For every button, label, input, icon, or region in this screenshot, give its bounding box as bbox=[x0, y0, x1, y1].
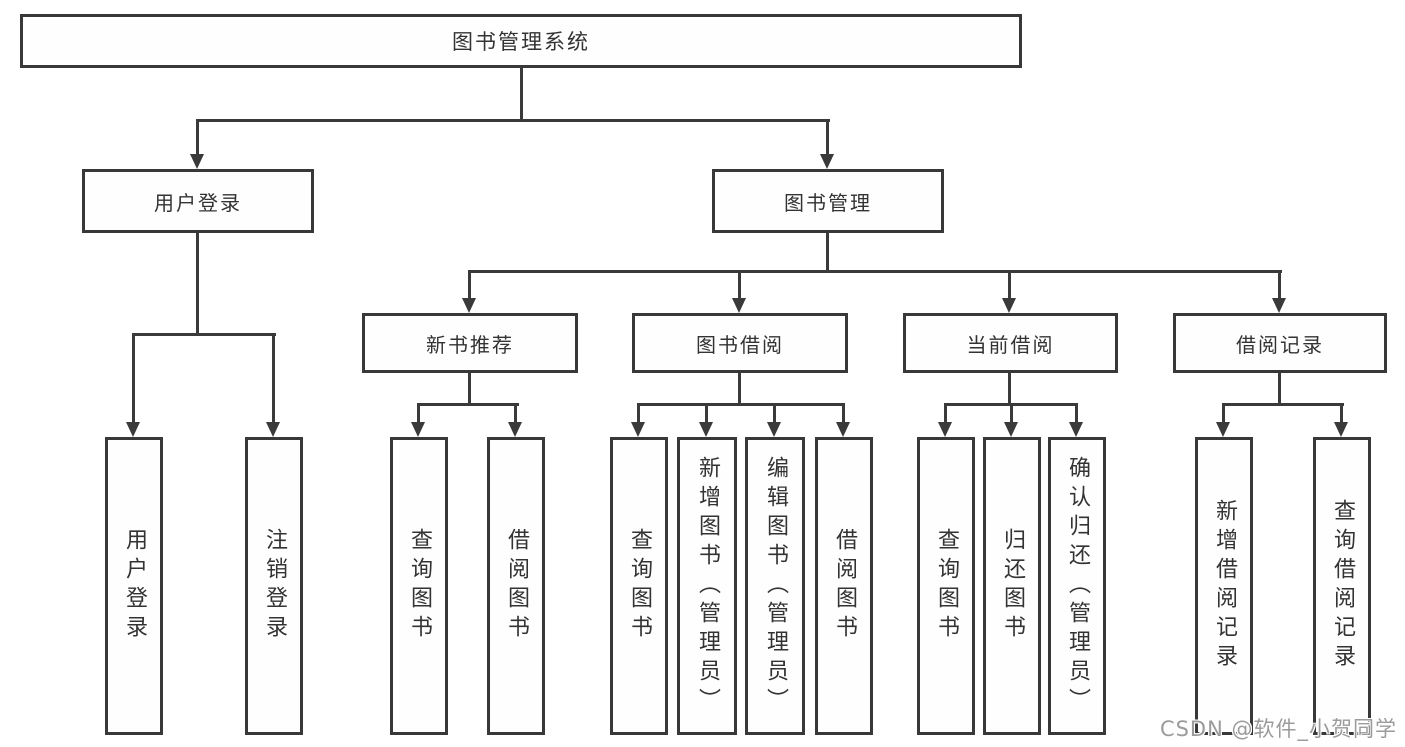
leaf-query-borrow-record: 查询借阅记录 bbox=[1313, 437, 1371, 735]
node-label: 图书管理 bbox=[784, 190, 872, 215]
connector-line bbox=[132, 333, 135, 423]
node-label: 借阅图书 bbox=[832, 528, 857, 644]
arrow-down-icon bbox=[1334, 422, 1348, 437]
node-label: 图书管理系统 bbox=[452, 30, 590, 54]
node-book-borrowing: 图书借阅 bbox=[632, 313, 848, 373]
connector-line bbox=[773, 403, 776, 423]
connector-line bbox=[1278, 373, 1281, 406]
connector-line bbox=[132, 333, 276, 336]
connector-line bbox=[1278, 270, 1281, 300]
leaf-query-books-borrowing: 查询图书 bbox=[610, 437, 668, 735]
connector-line bbox=[196, 119, 199, 156]
arrow-down-icon bbox=[1004, 422, 1018, 437]
node-label: 查询图书 bbox=[627, 528, 652, 644]
connector-line bbox=[826, 119, 829, 156]
node-label: 用户登录 bbox=[154, 190, 242, 215]
node-label: 查询图书 bbox=[407, 528, 432, 644]
connector-line bbox=[272, 333, 275, 423]
arrow-down-icon bbox=[699, 422, 713, 437]
connector-line bbox=[637, 403, 640, 423]
arrow-down-icon bbox=[767, 422, 781, 437]
leaf-user-login: 用户登录 bbox=[105, 437, 163, 735]
node-book-management: 图书管理 bbox=[712, 169, 944, 233]
arrow-down-icon bbox=[938, 422, 952, 437]
leaf-edit-book-admin: 编辑图书（管理员） bbox=[745, 437, 805, 735]
connector-line bbox=[738, 270, 741, 300]
connector-line bbox=[738, 373, 741, 406]
connector-line bbox=[520, 68, 523, 121]
node-new-book-recommendation: 新书推荐 bbox=[362, 313, 578, 373]
leaf-add-book-admin: 新增图书（管理员） bbox=[677, 437, 737, 735]
arrow-down-icon bbox=[190, 154, 204, 169]
connector-line bbox=[842, 403, 845, 423]
arrow-down-icon bbox=[631, 422, 645, 437]
connector-line bbox=[417, 403, 420, 423]
arrow-down-icon bbox=[126, 422, 140, 437]
connector-line bbox=[826, 233, 829, 273]
leaf-return-book: 归还图书 bbox=[983, 437, 1041, 735]
node-borrowing-records: 借阅记录 bbox=[1173, 313, 1387, 373]
arrow-down-icon bbox=[462, 298, 476, 313]
node-label: 新书推荐 bbox=[426, 332, 514, 357]
node-label: 用户登录 bbox=[122, 528, 147, 644]
node-label: 注销登录 bbox=[262, 528, 287, 644]
arrow-down-icon bbox=[1069, 422, 1083, 437]
node-label: 确认归还（管理员） bbox=[1065, 455, 1090, 717]
node-current-borrowing: 当前借阅 bbox=[903, 313, 1118, 373]
csdn-watermark: CSDN @软件_小贺同学 bbox=[1159, 717, 1397, 741]
leaf-query-books-current: 查询图书 bbox=[917, 437, 975, 735]
connector-line bbox=[468, 373, 471, 406]
node-label: 借阅记录 bbox=[1236, 332, 1324, 357]
connector-line bbox=[1340, 403, 1343, 423]
node-label: 查询借阅记录 bbox=[1330, 499, 1355, 673]
connector-line bbox=[1008, 373, 1011, 406]
leaf-borrow-books-recommend: 借阅图书 bbox=[487, 437, 545, 735]
node-label: 新增借阅记录 bbox=[1212, 499, 1237, 673]
node-label: 查询图书 bbox=[934, 528, 959, 644]
arrow-down-icon bbox=[266, 422, 280, 437]
arrow-down-icon bbox=[820, 154, 834, 169]
arrow-down-icon bbox=[836, 422, 850, 437]
node-library-management-system: 图书管理系统 bbox=[20, 14, 1022, 68]
node-label: 图书借阅 bbox=[696, 332, 784, 357]
connector-line bbox=[417, 403, 519, 406]
connector-line bbox=[1008, 270, 1011, 300]
connector-line bbox=[637, 403, 845, 406]
node-label: 借阅图书 bbox=[504, 528, 529, 644]
node-label: 新增图书（管理员） bbox=[695, 455, 720, 717]
node-label: 当前借阅 bbox=[966, 332, 1055, 357]
leaf-query-books-recommend: 查询图书 bbox=[390, 437, 448, 735]
node-user-login: 用户登录 bbox=[82, 169, 314, 233]
connector-line bbox=[196, 233, 199, 336]
leaf-confirm-return-admin: 确认归还（管理员） bbox=[1048, 437, 1106, 735]
arrow-down-icon bbox=[732, 298, 746, 313]
connector-line bbox=[514, 403, 517, 423]
arrow-down-icon bbox=[508, 422, 522, 437]
arrow-down-icon bbox=[411, 422, 425, 437]
connector-line bbox=[1222, 403, 1344, 406]
leaf-borrow-books-borrowing: 借阅图书 bbox=[815, 437, 873, 735]
arrow-down-icon bbox=[1272, 298, 1286, 313]
connector-line bbox=[468, 270, 471, 300]
arrow-down-icon bbox=[1002, 298, 1016, 313]
node-label: 编辑图书（管理员） bbox=[763, 455, 788, 717]
connector-line bbox=[705, 403, 708, 423]
connector-line bbox=[1222, 403, 1225, 423]
leaf-add-borrow-record: 新增借阅记录 bbox=[1195, 437, 1253, 735]
connector-line bbox=[1010, 403, 1013, 423]
connector-line bbox=[196, 119, 830, 122]
node-label: 归还图书 bbox=[1000, 528, 1025, 644]
connector-line bbox=[944, 403, 947, 423]
connector-line bbox=[468, 270, 1282, 273]
leaf-logout: 注销登录 bbox=[245, 437, 303, 735]
connector-line bbox=[1075, 403, 1078, 423]
arrow-down-icon bbox=[1216, 422, 1230, 437]
